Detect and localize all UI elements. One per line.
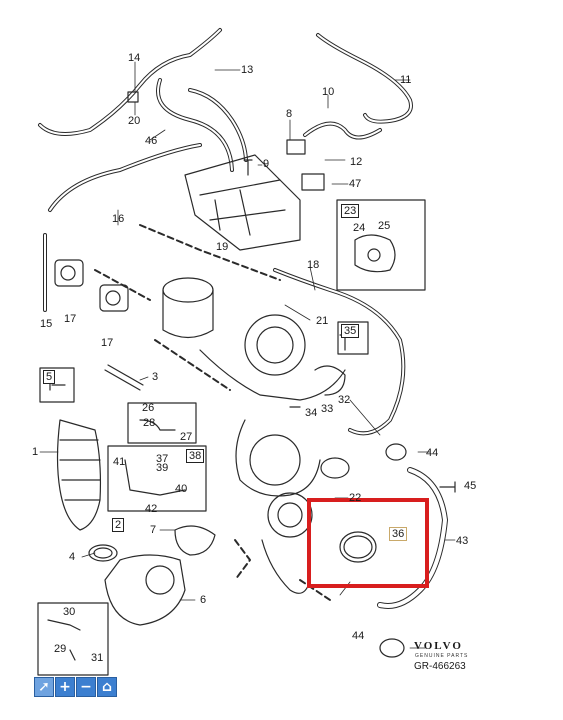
callout-15: 15 [40,318,53,330]
turbo-housing [244,314,306,376]
part-20 [127,91,139,103]
callout-37: 37 [156,453,169,465]
part-17a [54,259,84,287]
callout-12: 12 [350,156,363,168]
part-36 [339,531,377,563]
callout-13: 13 [241,64,254,76]
callout-42: 42 [145,503,158,515]
part-22 [320,457,350,479]
callout-20: 20 [128,115,141,127]
callout-40: 40 [175,483,188,495]
callout-26: 26 [142,402,155,414]
callout-30: 30 [63,606,76,618]
callout-25: 25 [378,220,391,232]
callout-16: 16 [112,213,125,225]
callout-46: 46 [145,135,158,147]
callout-3: 3 [152,371,159,383]
hose-13 [188,88,248,162]
callout-17a: 17 [64,313,77,325]
callout-4: 4 [69,551,76,563]
part-3 [104,364,144,391]
callout-44b: 44 [352,630,365,642]
callout-23: 23 [341,204,360,218]
callout-32: 32 [338,394,351,406]
volvo-logo: VOLVO [414,640,463,652]
callout-34: 34 [305,407,318,419]
inset-box-23 [336,199,426,291]
callout-14: 14 [128,52,141,64]
inset-box-5 [39,367,75,403]
part-24 [354,234,396,273]
part-4 [88,544,118,562]
callout-18: 18 [307,259,320,271]
callout-19: 19 [216,241,229,253]
inset-box-38 [107,445,207,512]
callout-43: 43 [456,535,469,547]
callout-36: 36 [389,527,408,541]
callout-22: 22 [349,492,362,504]
callout-45: 45 [464,480,477,492]
callout-47: 47 [349,178,362,190]
callout-8: 8 [286,108,293,120]
callout-5: 5 [43,370,56,384]
part-6 [104,554,186,626]
plus-icon[interactable]: + [55,677,75,697]
callout-31: 31 [91,652,104,664]
viewer-toolbar: ➚ + − ⌂ [34,677,117,697]
callout-28: 28 [143,417,156,429]
part-17b [99,284,129,312]
callout-17b: 17 [101,337,114,349]
callout-29: 29 [54,643,67,655]
callout-27: 27 [180,431,193,443]
part-21 [162,277,214,303]
diagram-code: GR-466263 [414,661,466,672]
inset-box-35 [337,321,369,355]
callout-1: 1 [32,446,39,458]
callout-41: 41 [113,456,126,468]
part-8 [286,139,306,155]
part-44a [385,443,407,461]
minus-icon[interactable]: − [76,677,96,697]
hose-11 [316,33,413,124]
callout-33: 33 [321,403,334,415]
hose-46b [156,78,234,172]
part-7 [174,525,216,556]
callout-44a: 44 [426,447,439,459]
part-47 [301,173,325,191]
hose-16 [48,143,202,212]
callout-38: 38 [186,449,205,463]
callout-6: 6 [200,594,207,606]
part-19 [184,154,301,251]
hose-18 [273,268,406,436]
callout-11: 11 [400,74,412,86]
inset-box-30 [37,602,109,676]
highlight-box-36 [307,498,429,588]
callout-35: 35 [341,324,360,338]
inset-box-26 [127,402,197,444]
home-icon[interactable]: ⌂ [97,677,117,697]
callout-7: 7 [150,524,157,536]
callout-9: 9 [263,158,270,170]
callout-21: 21 [316,315,329,327]
cursor-icon[interactable]: ➚ [34,677,54,697]
callout-10: 10 [322,86,335,98]
brand-subtitle: GENUINE PARTS [415,653,469,659]
callout-24: 24 [353,222,366,234]
part-1 [56,419,102,531]
callout-2: 2 [112,518,125,532]
callout-39: 39 [156,462,169,474]
part-44b [379,638,405,658]
